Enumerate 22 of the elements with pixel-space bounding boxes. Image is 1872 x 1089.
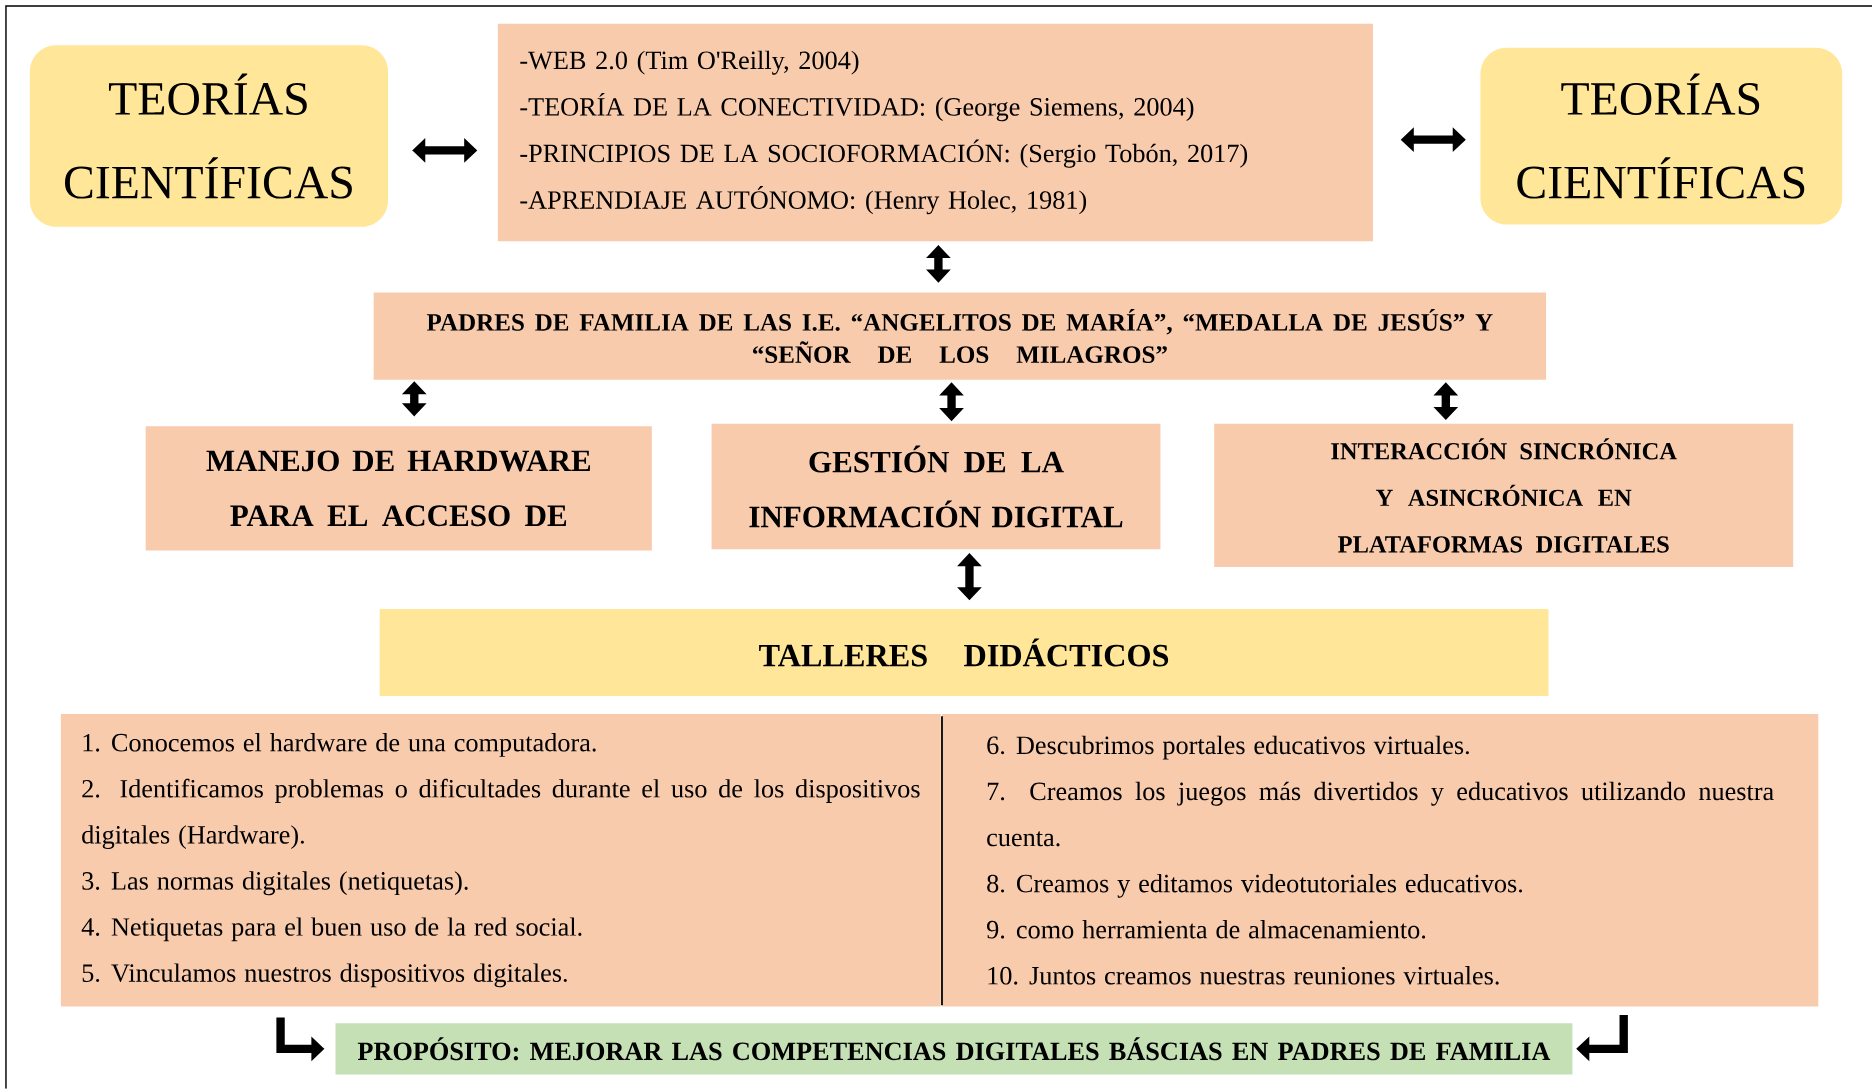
competence-box: INTERACCIÓN SINCRÓNICA Y ASINCRÓNICA EN PLATAFORMAS DIGITALES (1214, 423, 1794, 568)
node-label: 6. Descubrimos portales educativos virtuales. (987, 735, 1469, 760)
node-label: 4. Netiquetas para el buen uso de la red social. (81, 917, 582, 942)
theory-box: -WEB 2.0 (Tim O'Reilly, 2004) -TEORÍA DE LA CONECTIVIDAD: (George Siemens, 2004) -PRINCIPIOS DE LA SOCIOFORMACIÓN: (Sergio Tobón, 2017) -APRENDIAJE AUTÓNOMO: (Henry Holec, 1981) (497, 23, 1373, 242)
node-label: 3. Las normas digitales (netiquetas). (82, 871, 468, 896)
title-box: TEORÍAS CIENTÍFICAS (29, 45, 388, 227)
workshop-box: TALLERES DIDÁCTICOS (379, 608, 1549, 697)
node-label: 8. Creamos y editamos videotutoriales educativos. (987, 874, 1523, 898)
node-label: 1. Conocemos el hardware de una computadora. (83, 733, 596, 757)
competence-box: MANEJO DE HARDWARE PARA EL ACCESO DE (145, 426, 652, 551)
node-label: 7. Creamos los juegos más divertidos y educativos utilizando nuestra cuenta. (987, 781, 1774, 847)
purpose-box: PROPÓSITO: MEJORAR LAS COMPETENCIAS DIGITALES BÁSCIAS EN PADRES DE FAMILIA (335, 1023, 1573, 1075)
title-box: TEORÍAS CIENTÍFICAS (1480, 47, 1843, 225)
arrow (1576, 1015, 1628, 1062)
node-label: 2. Identificamos problemas o dificultades durante el uso de los dispositivos digitales (Hardware). (82, 778, 920, 850)
node-label: 5. Vinculamos nuestros dispositivos digitales. (82, 963, 567, 988)
node-label: 10. Juntos creamos nuestras reuniones virtuales. (988, 966, 1499, 985)
workshop-list: 1. Conocemos el hardware de una computadora. 2. Identificamos problemas o dificultades durante el uso de los dispositivos digitales (Hardware). 3. Las normas digitales (netiquetas). 4. Netiquetas para el buen uso de la red social. 5. Vinculamos nuestros dispositivos digitales. (60, 714, 941, 1007)
workshop-list: 6. Descubrimos portales educativos virtuales. 7. Creamos los juegos más divertidos y educativos utilizando nuestra cuenta. 8. Creamos y editamos videotutoriales educativos. 9. como herramienta de almacenamiento. 10. Juntos creamos nuestras reuniones virtuales. (942, 714, 1819, 1007)
node-label: 9. como herramienta de almacenamiento. (987, 920, 1426, 939)
competence-box: GESTIÓN DE LA INFORMACIÓN DIGITAL (711, 423, 1161, 550)
participants-box: PADRES DE FAMILIA DE LAS I.E. “ANGELITOS DE MARÍA”, “MEDALLA DE JESÚS” Y “SEÑOR DE LOS MILAGROS” (373, 292, 1547, 380)
